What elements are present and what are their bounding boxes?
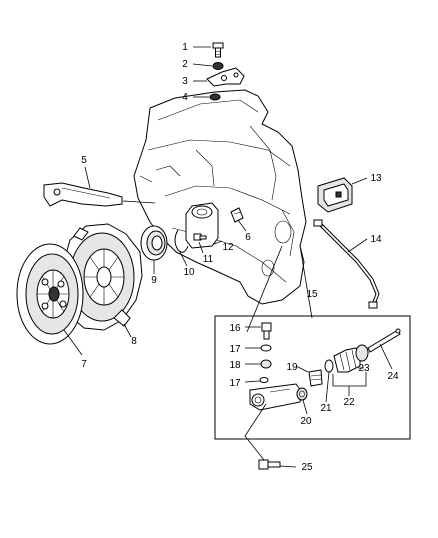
bolt-11: [193, 233, 207, 241]
guide-tube-12: [185, 202, 219, 249]
callout-7: 7: [81, 359, 87, 370]
callout-19: 19: [286, 362, 298, 373]
spring-20: [296, 387, 308, 401]
callout-1: 1: [182, 42, 188, 53]
bracket-3: [206, 67, 245, 87]
slave-cylinder: [249, 383, 303, 411]
seal-17-upper: [260, 344, 272, 352]
callout-20: 20: [300, 416, 312, 427]
callout-14: 14: [370, 234, 382, 245]
callout-8: 8: [131, 336, 137, 347]
piston-19: [308, 369, 323, 387]
callout-25: 25: [301, 462, 313, 473]
callout-2: 2: [182, 59, 188, 70]
callout-24: 24: [387, 371, 399, 382]
callout-labels: 1 2 3 4 5 6 7 8 9 10 11 12 13 14 15 16 1…: [81, 42, 399, 473]
callout-6: 6: [245, 232, 251, 243]
release-fork-5: [43, 182, 123, 207]
callout-22: 22: [343, 397, 355, 408]
stud-6: [230, 207, 244, 223]
callout-16: 16: [229, 323, 241, 334]
transmission-housing: [133, 89, 307, 305]
clutch-disc-7: [16, 243, 84, 345]
callout-4: 4: [182, 92, 188, 103]
callout-18: 18: [229, 360, 241, 371]
leader-lines: [63, 46, 393, 468]
callout-10: 10: [183, 267, 195, 278]
callout-5: 5: [81, 155, 87, 166]
cap-18: [260, 359, 272, 369]
callout-12: 12: [222, 242, 234, 253]
pressure-plate-8: [61, 223, 143, 331]
clip-10: [174, 229, 189, 253]
seal-17-lower: [259, 377, 269, 383]
callout-11: 11: [203, 254, 214, 265]
nut-2: [212, 62, 224, 70]
boot-23: [333, 344, 369, 373]
callout-15: 15: [306, 289, 318, 300]
bolt-25: [258, 459, 281, 470]
callout-17a: 17: [229, 344, 241, 355]
release-bearing-9: [140, 225, 168, 261]
cover-13: [317, 177, 353, 213]
bolt-1: [212, 42, 224, 58]
ring-21: [324, 359, 334, 373]
callout-3: 3: [182, 76, 188, 87]
bracket-22: [332, 372, 367, 396]
callout-9: 9: [151, 275, 157, 286]
callout-17b: 17: [229, 378, 241, 389]
hydraulic-line-14: [313, 219, 380, 309]
grommet-4: [209, 93, 221, 101]
callout-21: 21: [320, 403, 332, 414]
pushrod-24: [367, 328, 401, 353]
callout-23: 23: [358, 363, 370, 374]
callout-13: 13: [370, 173, 382, 184]
bleeder-16: [261, 322, 272, 340]
